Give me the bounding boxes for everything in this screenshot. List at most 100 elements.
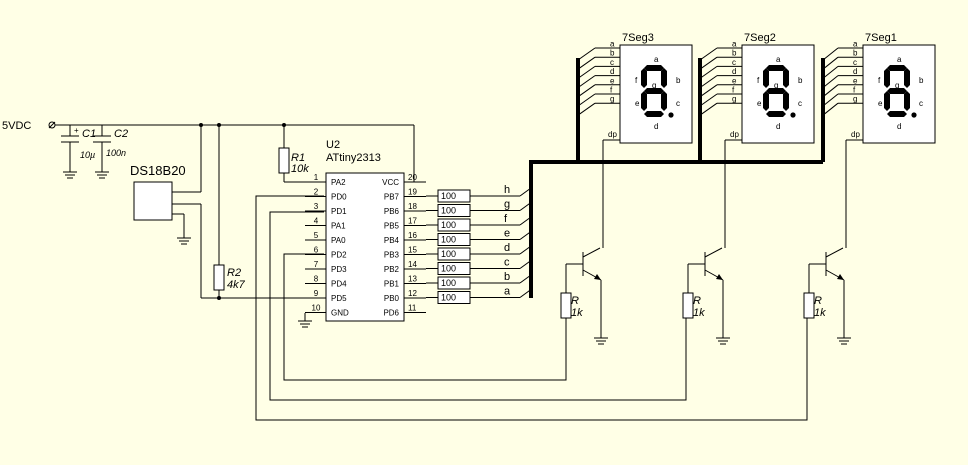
segment-bus [529,58,825,298]
svg-text:1k: 1k [814,307,826,319]
pin-number: 7 [314,260,319,269]
pin-name: PD3 [331,265,347,274]
resistor-value: 100 [441,220,456,230]
pin-number: 16 [408,231,417,240]
pin-number: 14 [408,260,417,269]
pin-name: PB2 [384,265,400,274]
segment-label: g [895,81,899,90]
pin-number: 9 [314,289,319,298]
pin-number: 17 [408,217,417,226]
resistor-r1: R1 10k [278,125,324,183]
pin-name: PB5 [384,222,400,231]
pin-name: PB1 [384,280,400,289]
segment-label: b [919,76,924,85]
dp-label: dp [851,130,860,139]
bus-line-label: f [504,213,508,225]
segment-label: d [897,122,901,131]
segment-label: b [676,76,681,85]
transistor-q2 [687,247,730,345]
pin-number: 3 [314,202,319,211]
transistor-q3 [808,247,851,345]
pin-name: PA2 [331,178,346,187]
pin-name: PD5 [331,294,347,303]
transistor-q1 [565,247,608,345]
base-resistor-1: R1k [560,292,583,319]
pin-name: PB4 [384,236,400,245]
mcu-body [325,172,405,322]
mcu-pins: 1PA22PD03PD14PA15PA06PD27PD38PD49PD510GN… [305,173,426,318]
pin-name: PD6 [383,309,399,318]
pin-label: e [732,76,737,85]
segment-label: a [897,55,902,64]
pin-name: PD2 [331,251,347,260]
svg-text:R: R [814,295,822,307]
c1-value: 10µ [80,150,95,160]
pin-label: b [853,49,858,58]
segment-label: a [776,55,781,64]
capacitor-c1: + C1 10µ [61,125,96,179]
pin-number: 1 [314,173,319,182]
segment-label: d [776,122,780,131]
pin-number: 10 [312,304,321,313]
pin-number: 13 [408,275,417,284]
pin-label: c [853,58,857,67]
pin-name: PB3 [384,251,400,260]
c2-value: 100n [106,148,126,158]
r1-value: 10k [291,163,309,175]
pin-number: 5 [314,231,319,240]
resistor-r2: R2 4k7 [201,125,324,300]
pin-name: PD0 [331,193,347,202]
pin-name: PB7 [384,193,400,202]
pin-name: PA1 [331,222,346,231]
pin-number: 2 [314,188,319,197]
segment-label: f [635,76,638,85]
segment-label: d [654,122,658,131]
pin-name: PD1 [331,207,347,216]
series-resistor-a: 100 a [426,286,532,304]
segment-label: e [635,99,640,108]
pin-label: c [732,58,736,67]
pin-number: 4 [314,217,319,226]
pin-number: 19 [408,188,417,197]
pin-number: 15 [408,246,417,255]
pin-name: PA0 [331,236,346,245]
pin-name: PD4 [331,280,347,289]
base-resistor-2: R1k [682,292,705,319]
pin-label: a [853,40,858,49]
segment-label: e [878,99,883,108]
pin-label: e [853,76,858,85]
svg-text:R: R [571,295,579,307]
pin-number: 8 [314,275,319,284]
seven-segment-displays: 7Seg3abcdefgabcdefgdp7Seg2abcdefgabcdefg… [577,32,936,248]
pin-number: 18 [408,202,417,211]
svg-text:+: + [74,126,79,135]
pin-name: PB0 [384,294,400,303]
pin-label: f [610,86,613,95]
resistor-value: 100 [441,293,456,303]
resistor-value: 100 [441,278,456,288]
svg-text:1k: 1k [571,307,583,319]
pin-label: c [610,58,614,67]
power-rail: 5VDC [2,120,415,183]
resistor-value: 100 [441,264,456,274]
segment-label: g [652,81,656,90]
segment-label: f [757,76,760,85]
resistor-value: 100 [441,191,456,201]
resistor-value: 100 [441,235,456,245]
bus-line-label: a [504,286,511,298]
segment-label: b [798,76,803,85]
pin-label: a [610,40,615,49]
